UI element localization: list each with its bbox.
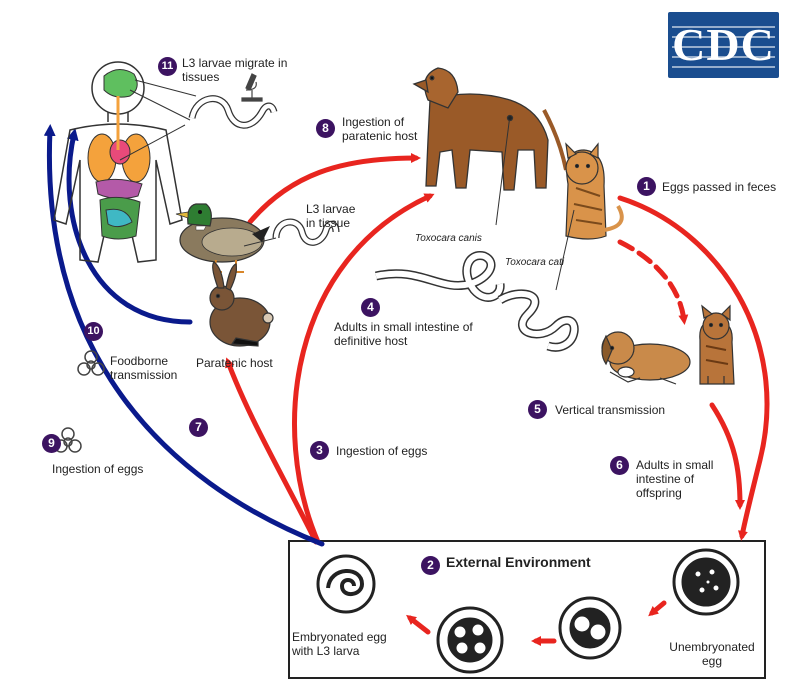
step-badge-10: 10 — [84, 322, 103, 341]
arrow-ingestion-eggs-paratenic — [228, 362, 316, 542]
label-ingestion-eggs-9: Ingestion of eggs — [52, 462, 143, 476]
step-badge-6: 6 — [610, 456, 629, 475]
step-badge-2: 2 — [421, 556, 440, 575]
biohazard-icon-foodborne — [78, 351, 104, 375]
egg-stage-3 — [438, 608, 502, 672]
step-badge-4: 4 — [361, 298, 380, 317]
step-badge-9: 9 — [42, 434, 61, 453]
l3-larva-human — [192, 99, 274, 126]
label-vertical-transmission: Vertical transmission — [555, 403, 665, 417]
step-badge-11: 11 — [158, 57, 177, 76]
toxocara-canis-worm — [376, 255, 500, 297]
egg-unembryonated — [674, 550, 738, 614]
rabbit-illustration — [210, 262, 273, 346]
label-eggs-passed: Eggs passed in feces — [662, 180, 776, 194]
step-badge-8: 8 — [316, 119, 335, 138]
egg-embryonated — [318, 556, 374, 612]
label-unembryonated-egg: Unembryonated egg — [662, 640, 762, 668]
arrow-egg-dev-3 — [410, 618, 428, 632]
label-adults-offspring: Adults in small intestine of offspring — [636, 458, 716, 500]
label-toxocara-cati: Toxocara cati — [505, 256, 564, 270]
label-foodborne: Foodborne transmission — [110, 354, 190, 382]
label-toxocara-canis: Toxocara canis — [415, 232, 482, 246]
egg-stage-2 — [560, 598, 620, 658]
kitten-illustration — [700, 306, 734, 384]
label-ingestion-paratenic: Ingestion of paratenic host — [342, 115, 437, 143]
step-badge-7: 7 — [189, 418, 208, 437]
label-l3-in-tissue: L3 larvae in tissue — [306, 202, 366, 230]
label-external-environment: External Environment — [446, 554, 591, 570]
cat-illustration — [556, 144, 622, 290]
label-embryonated-egg: Embryonated egg with L3 larva — [292, 630, 396, 658]
step-badge-3: 3 — [310, 441, 329, 460]
arrow-vertical-transmission — [620, 242, 684, 320]
puppy-illustration — [602, 332, 690, 384]
label-ingestion-eggs-3: Ingestion of eggs — [336, 444, 427, 458]
step-badge-1: 1 — [637, 177, 656, 196]
toxocara-cati-worm — [500, 294, 574, 347]
arrow-egg-dev-1 — [652, 603, 664, 613]
arrow-offspring-to-environment — [712, 405, 740, 505]
step-badge-5: 5 — [528, 400, 547, 419]
label-paratenic-host: Paratenic host — [196, 356, 273, 370]
dog-illustration — [414, 68, 566, 225]
arrow-ingestion-eggs-dog — [295, 196, 430, 542]
label-adults-definitive-host: Adults in small intestine of definitive … — [334, 320, 484, 348]
label-l3-migrate: L3 larvae migrate in tissues — [182, 56, 297, 84]
